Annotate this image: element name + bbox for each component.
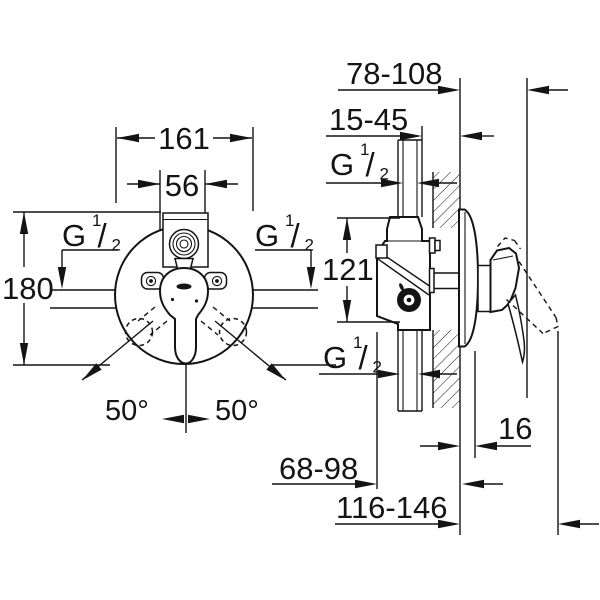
thread-denominator: 2 (112, 236, 121, 255)
mounting-bracket-line (377, 258, 430, 296)
thread-numerator: 1 (92, 211, 101, 230)
escutcheon-side (458, 208, 480, 348)
dim-height-label: 180 (2, 271, 54, 306)
pipe-nipple (428, 237, 436, 254)
handle-knob-right-dashed (218, 317, 248, 347)
dim-total-depth: 116-146 (335, 331, 599, 535)
dim-port-distance-label: 121 (322, 252, 374, 287)
arrow-right-icon (378, 369, 400, 379)
mounting-ear-right (203, 271, 228, 290)
arrow-up-icon (19, 212, 29, 234)
arrow-down-icon (306, 267, 316, 289)
dim-mounting-depth: 15-45 (326, 102, 494, 141)
arrow-down-right-icon (266, 363, 286, 381)
thread-base: G (255, 218, 279, 253)
side-view: 78-108 15-45 G 1 / 2 (272, 56, 599, 535)
thread-slash: / (366, 146, 376, 183)
thread-base: G (330, 147, 354, 182)
handle-lever-blade (507, 293, 526, 365)
arrow-down-left-icon (82, 363, 102, 381)
dim-cartridge-width: 56 (127, 168, 238, 239)
arrow-left-icon (418, 369, 440, 379)
dim-swing-right-label: 50° (215, 395, 259, 427)
dim-plate-offset-label: 16 (498, 411, 532, 446)
handle-knob-left-dashed (124, 317, 154, 347)
dim-total-depth-label: 116-146 (336, 490, 447, 525)
wall-hatch-lower (433, 330, 460, 408)
thread-denominator: 2 (380, 165, 389, 184)
arrow-left-icon (527, 85, 549, 95)
arrow-right-icon (188, 414, 210, 424)
handle-side (477, 246, 526, 365)
dim-swing-angle: 50° 50° (81, 320, 287, 433)
dim-port-distance: 121 (322, 217, 400, 323)
thread-slash: / (98, 217, 108, 254)
arrow-down-icon (19, 343, 29, 365)
dim-wall-to-handle: 78-108 (338, 56, 568, 398)
dim-mounting-depth-label: 15-45 (329, 102, 408, 137)
arrow-left-icon (417, 178, 439, 188)
thread-denominator: 2 (305, 236, 314, 255)
arrow-right-icon (438, 519, 460, 529)
handle-dot-right (194, 299, 199, 303)
fixing-screw-dot (406, 297, 412, 303)
thread-numerator: 1 (285, 211, 294, 230)
thread-base: G (323, 340, 347, 375)
arrow-left-icon (558, 519, 580, 529)
arrow-right-icon (355, 479, 377, 489)
arrow-right-icon (400, 131, 422, 141)
dim-swing-left-label: 50° (105, 395, 149, 427)
arrow-right-icon (230, 133, 252, 143)
arrow-down-icon (57, 267, 67, 289)
handle-dot-left (170, 297, 175, 302)
arrow-left-icon (162, 414, 184, 424)
dim-plate-diameter-label: 161 (158, 121, 210, 156)
arrow-down-icon (342, 300, 352, 322)
arrow-left-icon (462, 479, 484, 489)
front-view: 161 56 180 G 1 / 2 (2, 121, 336, 433)
pipe-nipple (434, 239, 441, 252)
lever-handle (158, 266, 210, 365)
thread-label-front-right: G 1 / 2 (255, 211, 316, 289)
handle-hub-block (477, 264, 492, 313)
arrow-up-icon (342, 218, 352, 240)
dim-body-to-wall: 68-98 (272, 332, 503, 489)
side-port-lines (50, 289, 318, 309)
arrow-right-icon (438, 85, 460, 95)
handle-swing-dashed (124, 306, 248, 347)
arrow-left-icon (205, 179, 227, 189)
arrow-right-icon (438, 441, 460, 451)
arrow-left-icon (460, 131, 482, 141)
dim-plate-diameter: 161 (115, 121, 254, 211)
wall-section (432, 78, 461, 535)
arrow-left-icon (117, 133, 139, 143)
dim-cartridge-width-label: 56 (165, 168, 199, 203)
supply-pipe-bottom (397, 330, 423, 412)
diverter-knob (168, 228, 200, 270)
thread-slash: / (359, 339, 369, 376)
supply-pipe-top (397, 126, 423, 217)
dim-height: 180 (2, 211, 336, 366)
thread-numerator: 1 (353, 333, 362, 352)
valve-body (375, 216, 458, 331)
arrow-left-icon (475, 441, 497, 451)
thread-base: G (62, 218, 86, 253)
screw-slot (399, 283, 404, 291)
dim-wall-to-handle-label: 78-108 (346, 56, 443, 91)
handle-mouth-mark (176, 283, 192, 290)
thread-numerator: 1 (360, 140, 369, 159)
arrow-right-icon (138, 179, 160, 189)
dim-body-to-wall-label: 68-98 (279, 451, 358, 486)
dim-plate-offset: 16 (420, 351, 532, 458)
thread-label-side-top: G 1 / 2 (326, 140, 457, 188)
thread-slash: / (291, 217, 301, 254)
handle-alt-position-dashed (496, 237, 559, 335)
arrow-right-icon (381, 178, 403, 188)
bracket-lug (375, 244, 388, 259)
outlet-stem-base (428, 267, 435, 294)
thread-label-front-left: G 1 / 2 (57, 211, 121, 289)
